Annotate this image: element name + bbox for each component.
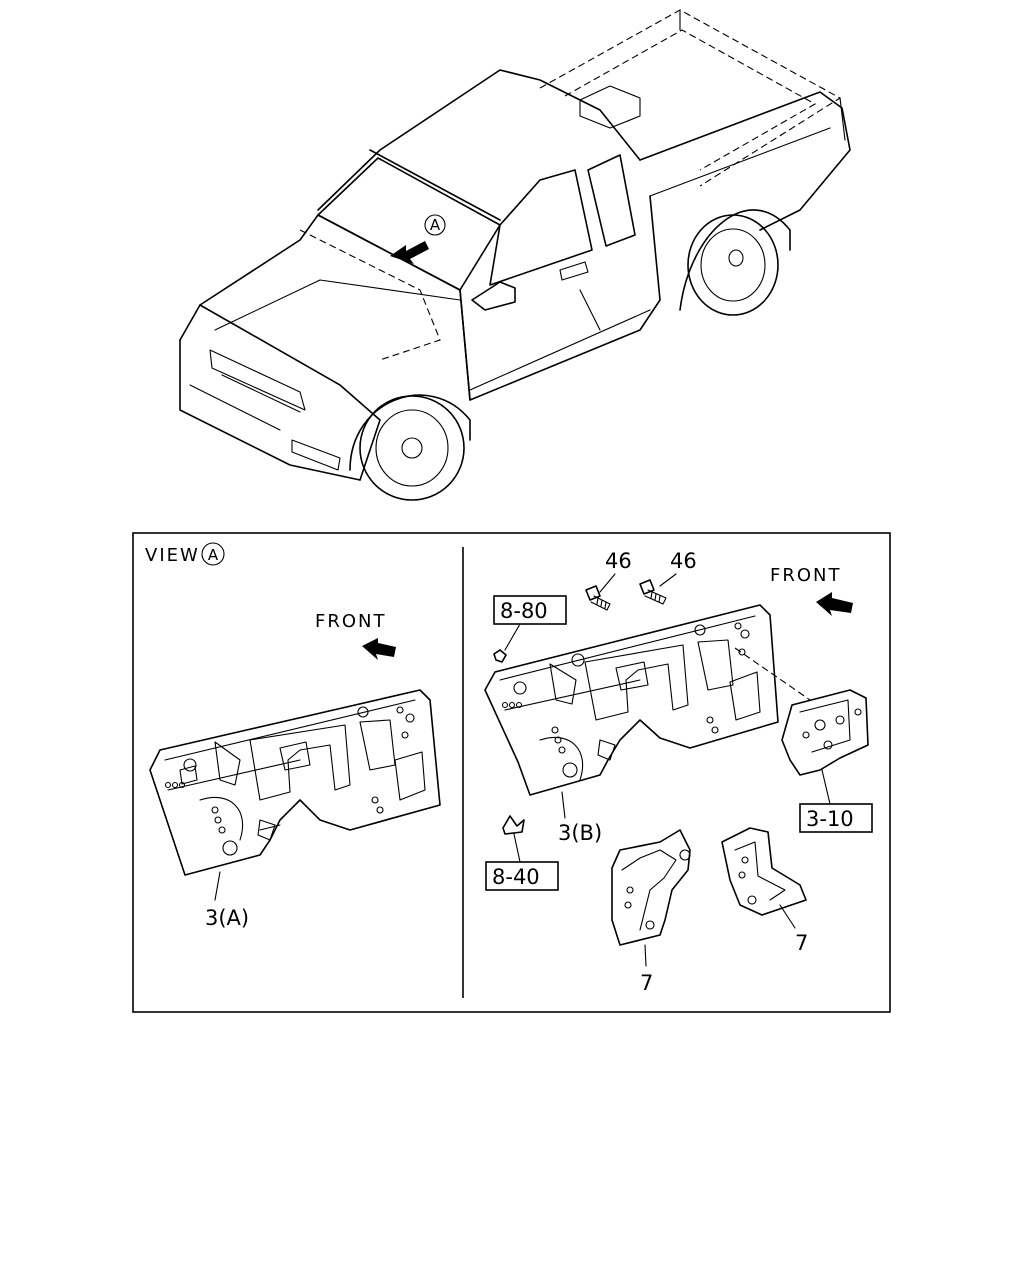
ref-label-8-40: 8-40	[492, 865, 540, 889]
front-arrow-right	[816, 592, 853, 616]
dash-panel-3b	[484, 604, 779, 796]
clip-part-8-80	[493, 649, 507, 663]
view-marker-letter: A	[208, 546, 219, 564]
clip-part-8-40	[502, 815, 525, 835]
front-label-left: FRONT	[315, 611, 387, 632]
bolt-part-1	[585, 585, 611, 611]
leader-3b	[561, 791, 566, 819]
ref-label-8-80: 8-80	[500, 599, 548, 623]
ref-label-3-10: 3-10	[806, 807, 854, 831]
bracket-part-7-left	[611, 829, 691, 946]
view-callout-letter: A	[430, 216, 441, 234]
bracket-part-7-right	[721, 827, 807, 916]
part-label-3a: 3(A)	[205, 906, 249, 930]
bolt-label-2: 46	[670, 549, 697, 573]
front-arrow-left	[362, 638, 396, 660]
part-label-7-right: 7	[795, 931, 808, 955]
leader-3-10	[821, 769, 831, 805]
pickup-truck-illustration: A	[179, 9, 851, 501]
view-marker-circle	[201, 542, 225, 566]
leader-7-left	[644, 944, 647, 967]
ref-box-3-10	[799, 803, 873, 833]
leader-7-right	[779, 904, 796, 929]
right-panel: 46 46 8-80 FRONT	[484, 549, 873, 995]
part-label-3b: 3(B)	[558, 821, 602, 845]
ref-box-8-80	[493, 595, 567, 625]
bracket-part-3-10	[781, 689, 869, 776]
view-direction-arrow	[390, 241, 429, 264]
bolt-part-2	[639, 579, 667, 605]
front-label-right: FRONT	[770, 565, 842, 586]
left-panel: VIEW A FRONT	[145, 542, 441, 930]
dash-panel-3a	[149, 689, 441, 876]
view-prefix: VIEW	[145, 545, 200, 566]
leader-3a	[214, 871, 221, 901]
part-label-7-left: 7	[640, 971, 653, 995]
view-callout-circle	[424, 214, 446, 236]
bolt-label-1: 46	[605, 549, 632, 573]
ref-box-8-40	[485, 861, 559, 891]
